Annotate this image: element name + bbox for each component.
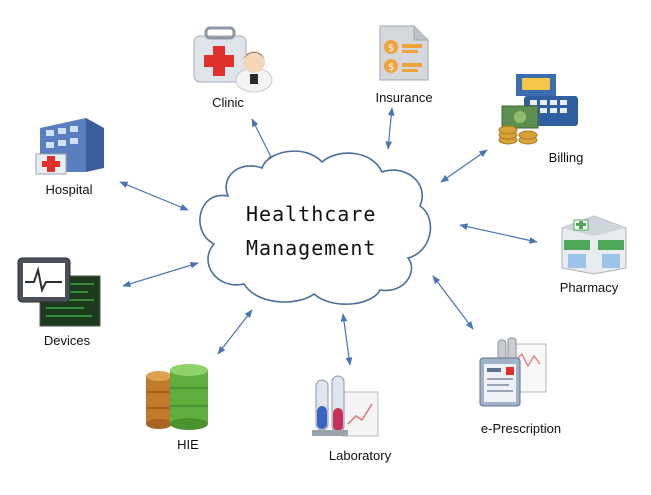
lab-test-tubes-icon: [312, 375, 379, 437]
insurance-label: Insurance: [375, 90, 433, 105]
svg-text:$: $: [388, 62, 394, 73]
center-cloud-shape: [199, 150, 432, 305]
node-insurance[interactable]: $ $: [374, 20, 434, 84]
node-pharmacy[interactable]: [554, 206, 634, 276]
pharmacy-store-icon: [561, 215, 627, 275]
node-clinic[interactable]: [190, 22, 280, 97]
hospital-building-icon: [35, 118, 104, 175]
database-stack-icon: [146, 364, 208, 430]
connector-billing: [440, 149, 488, 183]
connector-clinic: [251, 118, 275, 164]
prescription-clipboard-icon: [479, 337, 547, 407]
center-title-line2: Management: [246, 236, 377, 260]
connector-devices: [122, 262, 199, 287]
node-hospital[interactable]: [30, 112, 110, 178]
eprescription-label: e-Prescription: [480, 421, 562, 436]
node-devices[interactable]: [14, 256, 104, 328]
pharmacy-label: Pharmacy: [559, 280, 619, 295]
connector-pharmacy: [459, 223, 538, 244]
cash-register-icon: [498, 74, 578, 145]
connector-hie: [217, 309, 253, 355]
center-title-line1: Healthcare: [246, 202, 377, 226]
devices-label: Devices: [43, 333, 91, 348]
monitor-devices-icon: [17, 257, 101, 327]
node-laboratory[interactable]: [306, 372, 386, 442]
connector-eprescription: [432, 275, 474, 330]
svg-text:$: $: [388, 43, 394, 54]
hie-label: HIE: [177, 437, 199, 452]
node-billing[interactable]: [494, 66, 584, 148]
node-hie[interactable]: [140, 360, 220, 432]
connector-laboratory: [340, 313, 353, 366]
node-eprescription[interactable]: [474, 336, 554, 412]
billing-label: Billing: [548, 150, 584, 165]
hospital-label: Hospital: [45, 182, 93, 197]
clinic-doctor-icon: [193, 26, 273, 93]
insurance-document-icon: $ $: [379, 25, 429, 81]
connector-hospital: [119, 181, 189, 211]
connector-insurance: [385, 107, 395, 150]
clinic-label: Clinic: [212, 95, 244, 110]
laboratory-label: Laboratory: [328, 448, 392, 463]
